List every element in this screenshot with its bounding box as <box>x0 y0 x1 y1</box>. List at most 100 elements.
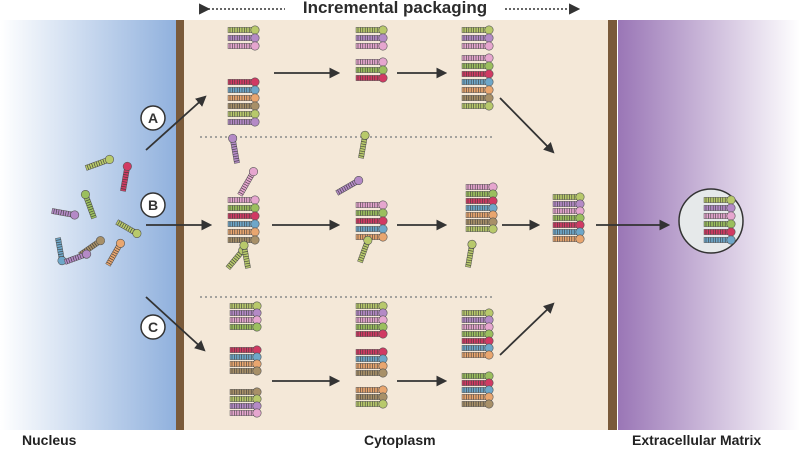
rna-hairpin-icon <box>461 101 494 111</box>
arrow-c-3 <box>499 302 555 356</box>
rna-hairpin-icon <box>552 213 585 223</box>
pathway-c-badge: C <box>140 314 166 340</box>
rna-hairpin-icon <box>355 385 388 395</box>
rna-hairpin-icon <box>227 117 260 127</box>
rna-hairpin-icon <box>227 85 260 95</box>
rna-hairpin-icon <box>461 77 494 87</box>
pathway-b-badge: B <box>140 192 166 218</box>
rna-hairpin-icon <box>461 322 494 332</box>
rna-hairpin-icon <box>229 315 262 325</box>
rna-hairpin-icon <box>461 69 494 79</box>
rna-hairpin-icon <box>227 25 260 35</box>
rna-hairpin-icon <box>355 354 388 364</box>
rna-hairpin-icon <box>461 399 494 409</box>
rna-hairpin-icon <box>227 211 260 221</box>
rna-hairpin-icon <box>63 249 92 265</box>
rna-hairpin-icon <box>227 227 260 237</box>
rna-hairpin-icon <box>355 329 388 339</box>
rna-hairpin-icon <box>461 61 494 71</box>
rna-hairpin-icon <box>227 109 260 119</box>
rna-hairpin-icon <box>461 329 494 339</box>
pathway-a-badge: A <box>140 105 166 131</box>
arrow-a-entry <box>145 95 207 151</box>
rna-hairpin-icon <box>355 224 388 234</box>
rna-hairpin-icon <box>461 371 494 381</box>
rna-hairpin-icon <box>355 361 388 371</box>
rna-hairpin-icon <box>461 25 494 35</box>
rna-hairpin-icon <box>465 210 498 220</box>
rna-hairpin-icon <box>229 308 262 318</box>
rna-hairpin-icon <box>461 308 494 318</box>
rna-hairpin-icon <box>229 359 262 369</box>
rna-hairpin-icon <box>355 315 388 325</box>
rna-hairpin-icon <box>335 176 364 196</box>
rna-hairpin-icon <box>120 161 132 192</box>
rna-hairpin-icon <box>355 322 388 332</box>
diagram-title: Incremental packaging <box>302 0 488 17</box>
rna-hairpin-icon <box>227 41 260 51</box>
rna-hairpin-icon <box>552 199 585 209</box>
rna-hairpin-icon <box>461 392 494 402</box>
rna-hairpin-icon <box>355 25 388 35</box>
rna-hairpin-icon <box>355 308 388 318</box>
rna-hairpin-icon <box>227 203 260 213</box>
rna-hairpin-icon <box>461 385 494 395</box>
rna-hairpin-icon <box>115 219 142 238</box>
rna-hairpin-icon <box>358 130 370 159</box>
pathway-c-label: C <box>148 319 158 335</box>
rna-hairpin-icon <box>229 408 262 418</box>
rna-hairpin-icon <box>355 33 388 43</box>
rna-hairpin-icon <box>703 235 736 245</box>
rna-hairpin-icon <box>355 399 388 409</box>
nucleus-label: Nucleus <box>22 432 77 448</box>
rna-hairpin-icon <box>552 206 585 216</box>
rna-hairpin-icon <box>239 240 251 269</box>
rna-hairpin-icon <box>465 224 498 234</box>
rna-hairpin-icon <box>227 195 260 205</box>
rna-hairpin-icon <box>461 378 494 388</box>
rna-hairpin-icon <box>355 41 388 51</box>
rna-layer <box>51 25 736 418</box>
pathway-a-label: A <box>148 110 158 126</box>
rna-hairpin-icon <box>465 239 477 268</box>
rna-hairpin-icon <box>80 190 97 220</box>
rna-hairpin-icon <box>355 368 388 378</box>
rna-hairpin-icon <box>461 53 494 63</box>
rna-hairpin-icon <box>461 33 494 43</box>
rna-hairpin-icon <box>55 237 67 266</box>
rna-hairpin-icon <box>228 133 240 164</box>
rna-hairpin-icon <box>227 219 260 229</box>
rna-hairpin-icon <box>105 238 125 267</box>
rna-hairpin-icon <box>552 227 585 237</box>
arrows <box>145 67 671 387</box>
rna-hairpin-icon <box>552 220 585 230</box>
rna-hairpin-icon <box>703 227 736 237</box>
rna-hairpin-icon <box>355 216 388 226</box>
extracellular-matrix-label: Extracellular Matrix <box>632 432 762 448</box>
rna-hairpin-icon <box>465 182 498 192</box>
rna-hairpin-icon <box>357 235 373 264</box>
rna-hairpin-icon <box>227 33 260 43</box>
rna-hairpin-icon <box>355 73 388 83</box>
rna-hairpin-icon <box>355 392 388 402</box>
rna-hairpin-icon <box>355 65 388 75</box>
rna-hairpin-icon <box>227 101 260 111</box>
rna-hairpin-icon <box>229 366 262 376</box>
rna-hairpin-icon <box>461 336 494 346</box>
arrow-a-3 <box>499 97 555 154</box>
rna-hairpin-icon <box>703 195 736 205</box>
rna-hairpin-icon <box>229 394 262 404</box>
rna-hairpin-icon <box>84 154 114 171</box>
extracellular-vesicle <box>678 188 744 254</box>
rna-hairpin-icon <box>465 203 498 213</box>
rna-hairpin-icon <box>355 347 388 357</box>
pathway-b-label: B <box>148 197 158 213</box>
rna-hairpin-icon <box>461 343 494 353</box>
rna-hairpin-icon <box>461 350 494 360</box>
rna-hairpin-icon <box>465 217 498 227</box>
cytoplasm-label: Cytoplasm <box>364 432 436 448</box>
rna-hairpin-icon <box>355 301 388 311</box>
rna-hairpin-icon <box>51 208 80 220</box>
rna-hairpin-icon <box>552 234 585 244</box>
